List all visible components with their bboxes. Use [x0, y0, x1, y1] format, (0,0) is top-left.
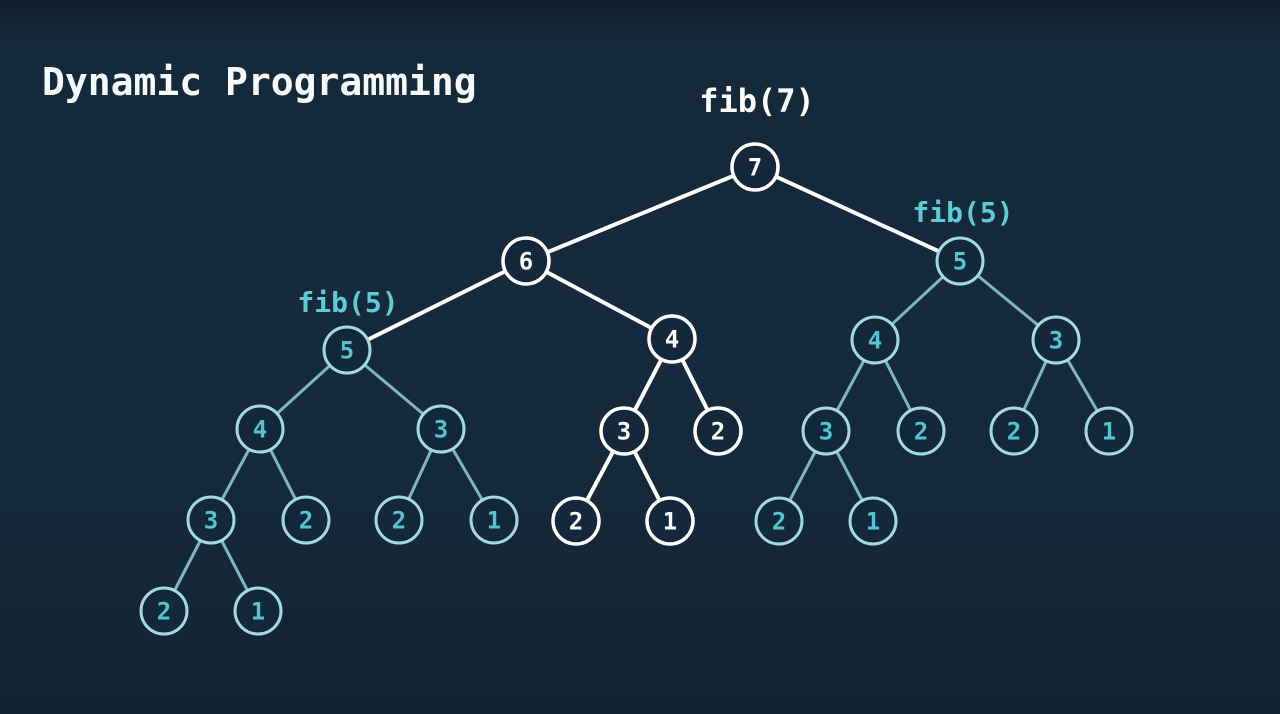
node-value: 1 — [866, 507, 880, 535]
node-circle — [730, 142, 780, 192]
node-circle — [754, 496, 804, 546]
node-circle — [989, 406, 1039, 456]
node-circle — [139, 586, 189, 636]
tree-node-n3L: 3 — [416, 404, 466, 454]
node-circle — [374, 495, 424, 545]
node-value: 6 — [519, 247, 533, 275]
fib5-right-label: fib(5) — [912, 196, 1013, 229]
tree-nodes: 7 6 5 5 4 4 3 3 2 2 1 2 1 3 2 2 1 4 3 3 2 2 1 2 1 — [139, 142, 1134, 636]
tree-node-n1Ma: 1 — [645, 496, 695, 546]
node-value: 2 — [299, 506, 313, 534]
node-circle — [1084, 406, 1134, 456]
tree-edge-n7-n5R — [754, 165, 961, 263]
node-value: 2 — [569, 507, 583, 535]
tree-node-n1Ra: 1 — [1084, 406, 1134, 456]
tree-node-n4R: 4 — [850, 315, 900, 365]
tree-node-n2Rb: 2 — [989, 406, 1039, 456]
node-value: 4 — [253, 415, 267, 443]
node-value: 3 — [617, 417, 631, 445]
fib5-left-label: fib(5) — [297, 286, 398, 319]
node-circle — [935, 236, 985, 286]
tree-node-n2Lb: 2 — [374, 495, 424, 545]
node-value: 3 — [1049, 326, 1063, 354]
node-circle — [1031, 315, 1081, 365]
tree-labels: fib(7) fib(5) fib(5) — [297, 82, 1013, 319]
node-circle — [322, 325, 372, 375]
node-circle — [501, 236, 551, 286]
tree-node-n1Lb: 1 — [233, 586, 283, 636]
node-circle — [469, 495, 519, 545]
node-value: 4 — [665, 325, 679, 353]
node-circle — [235, 404, 285, 454]
tree-node-n2Ra: 2 — [896, 406, 946, 456]
node-circle — [848, 496, 898, 546]
node-value: 3 — [434, 415, 448, 443]
node-value: 2 — [772, 507, 786, 535]
node-circle — [281, 495, 331, 545]
node-value: 7 — [748, 153, 762, 181]
node-value: 1 — [663, 507, 677, 535]
tree-edge-n6-n4M — [525, 259, 673, 341]
node-circle — [233, 586, 283, 636]
tree-node-n2La: 2 — [281, 495, 331, 545]
node-circle — [551, 496, 601, 546]
tree-node-n3Ra: 3 — [801, 406, 851, 456]
tree-node-n4M: 4 — [647, 314, 697, 364]
node-circle — [896, 406, 946, 456]
tree-node-n2Ma: 2 — [693, 406, 743, 456]
tree-node-n2Mb: 2 — [551, 496, 601, 546]
node-value: 5 — [953, 247, 967, 275]
tree-node-n4L: 4 — [235, 404, 285, 454]
node-value: 2 — [711, 417, 725, 445]
tree-node-n2Rc: 2 — [754, 496, 804, 546]
node-value: 4 — [868, 326, 882, 354]
tree-node-n6: 6 — [501, 236, 551, 286]
node-value: 2 — [157, 597, 171, 625]
tree-edge-n6-n5L — [346, 259, 527, 352]
node-value: 1 — [251, 597, 265, 625]
node-circle — [416, 404, 466, 454]
tree-node-n1La: 1 — [469, 495, 519, 545]
tree-node-n3La: 3 — [186, 495, 236, 545]
node-circle — [647, 314, 697, 364]
node-circle — [599, 406, 649, 456]
tree-node-n1Rb: 1 — [848, 496, 898, 546]
fib7-label: fib(7) — [699, 82, 815, 120]
node-circle — [645, 496, 695, 546]
tree-node-n3R: 3 — [1031, 315, 1081, 365]
tree-edge-n7-n6 — [525, 165, 756, 263]
tree-node-n7: 7 — [730, 142, 780, 192]
node-value: 3 — [204, 506, 218, 534]
tree-node-n5L: 5 — [322, 325, 372, 375]
node-value: 2 — [1007, 417, 1021, 445]
node-value: 1 — [1102, 417, 1116, 445]
node-circle — [850, 315, 900, 365]
node-circle — [186, 495, 236, 545]
node-value: 2 — [392, 506, 406, 534]
node-value: 5 — [340, 336, 354, 364]
tree-node-n3M: 3 — [599, 406, 649, 456]
node-circle — [693, 406, 743, 456]
node-value: 1 — [487, 506, 501, 534]
node-value: 2 — [914, 417, 928, 445]
tree-node-n2Lc: 2 — [139, 586, 189, 636]
page-title: Dynamic Programming — [42, 60, 477, 104]
node-value: 3 — [819, 417, 833, 445]
node-circle — [801, 406, 851, 456]
tree-node-n5R: 5 — [935, 236, 985, 286]
